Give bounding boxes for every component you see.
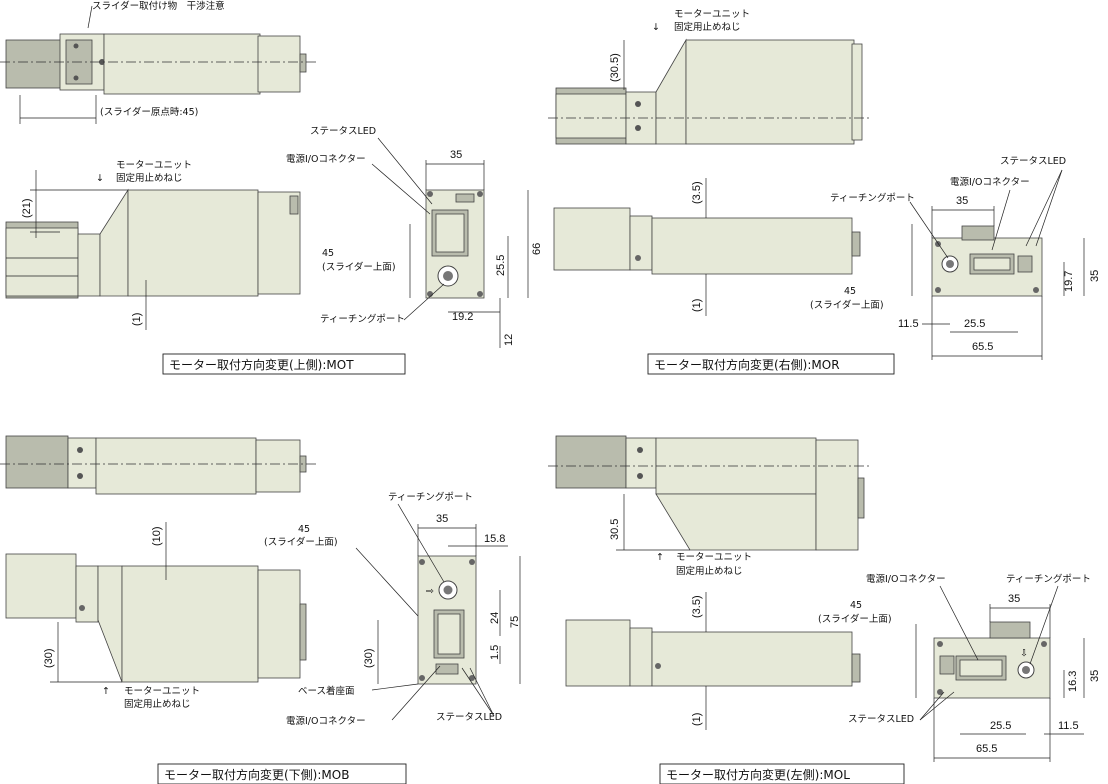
mot-end-view: [425, 189, 485, 299]
mor-motor-unit-label-1: モーターユニット: [674, 9, 750, 20]
mot-slider-origin-label: (スライダー原点時:45): [100, 106, 198, 118]
mor-status-led-label: ステータスLED: [1000, 156, 1066, 167]
mol-power-io-label: 電源I/Oコネクター: [866, 574, 946, 585]
mol-teaching-port-label: ティーチングポート: [1006, 573, 1091, 585]
mol-dim-11-5: 11.5: [1058, 720, 1079, 732]
mob-dim-1-5: 1.5: [489, 645, 501, 660]
mob-power-io-label: 電源I/Oコネクター: [286, 716, 366, 727]
mob-dim-10: (10): [151, 526, 163, 546]
mol-dim-65-5: 65.5: [976, 743, 997, 755]
mol-end-view: [933, 621, 1051, 699]
mor-motor-unit-label-2: 固定用止めねじ: [674, 21, 741, 33]
mot-caption-box: [162, 353, 406, 375]
mol-dim-16-3: 16.3: [1067, 671, 1079, 692]
mor-dim-3-5: (3.5): [691, 181, 703, 204]
mob-caption-box: [157, 763, 407, 784]
mol-dim-25-5: 25.5: [990, 720, 1011, 732]
mob-dim-15-8: 15.8: [484, 533, 505, 545]
mor-down-arrow: ↓: [652, 22, 660, 33]
mob-dim-24: 24: [489, 612, 501, 624]
mor-dim-35-top: 35: [956, 195, 968, 207]
mot-status-led-label: ステータスLED: [310, 126, 376, 137]
mob-up-arrow: ↑: [102, 686, 110, 697]
mot-dim-1: (1): [131, 313, 143, 326]
mot-side-view: [5, 188, 301, 299]
mor-dim-65-5: 65.5: [972, 341, 993, 353]
mob-top-view: [0, 435, 316, 495]
mol-down-arrow-hollow: ⇩: [1020, 648, 1028, 659]
mot-teaching-port-label: ティーチングポート: [320, 313, 405, 325]
mob-side-view: [5, 553, 307, 683]
mot-dim-12: 12: [503, 334, 515, 346]
mob-end-view: [417, 555, 477, 685]
mol-slider-top-label-2: (スライダー上面): [818, 613, 892, 625]
mot-dim-66: 66: [531, 243, 543, 255]
mob-slider-top-label-2: (スライダー上面): [264, 536, 338, 548]
mol-dim-35-top: 35: [1008, 593, 1020, 605]
mob-dim-30-left: (30): [43, 648, 55, 668]
mob-right-arrow: ⇨: [426, 586, 434, 597]
mor-dim-19-7: 19.7: [1063, 271, 1075, 292]
mot-down-arrow: ↓: [96, 173, 104, 184]
mol-side-view: [565, 619, 861, 687]
mot-motor-unit-label-1: モーターユニット: [116, 160, 192, 171]
mor-dim-1: (1): [691, 299, 703, 312]
mor-side-view: [553, 207, 861, 275]
mob-dim-35: 35: [436, 513, 448, 525]
mol-slider-top-label-1: 45: [850, 600, 862, 611]
mol-dim-30-5: 30.5: [609, 519, 621, 540]
mol-dim-35-side: 35: [1089, 670, 1101, 682]
mot-slider-top-label-1: 45: [322, 248, 334, 259]
mor-end-view: [931, 225, 1043, 297]
mob-dim-30-right: (30): [363, 648, 375, 668]
mob-caption: モーター取付方向変更(下側):MOB: [164, 767, 349, 782]
mor-teaching-port-label: ティーチングポート: [830, 192, 915, 204]
mot-slider-interference-label: スライダー取付け物 干渉注意: [92, 0, 225, 12]
mor-dim-11-5: 11.5: [898, 318, 919, 330]
mob-motor-unit-label-1: モーターユニット: [124, 686, 200, 697]
mor-caption: モーター取付方向変更(右側):MOR: [654, 357, 840, 372]
mol-dim-3-5: (3.5): [691, 595, 703, 618]
mor-slider-top-label-2: (スライダー上面): [810, 299, 884, 311]
mob-motor-unit-label-2: 固定用止めねじ: [124, 698, 191, 710]
mot-slider-top-label-2: (スライダー上面): [322, 261, 396, 273]
mor-slider-top-label-1: 45: [844, 286, 856, 297]
mor-power-io-label: 電源I/Oコネクター: [950, 177, 1030, 188]
mol-caption-box: [659, 763, 905, 784]
mot-dim-25-5: 25.5: [495, 255, 507, 276]
mob-base-face-label: ベース着座面: [298, 685, 355, 697]
mor-view: モーターユニット 固定用止めねじ ↓ (30.5) (3.5) (1) ステータ…: [548, 9, 1101, 375]
mot-dim-35: 35: [450, 149, 462, 161]
mol-status-led-label: ステータスLED: [848, 714, 914, 725]
mob-dim-75: 75: [509, 616, 521, 628]
mot-top-view: [0, 33, 316, 95]
mor-top-view: [548, 38, 872, 145]
mor-dim-30-5: (30.5): [609, 53, 621, 82]
mor-dim-25-5: 25.5: [964, 318, 985, 330]
mor-dim-35-side: 35: [1089, 270, 1101, 282]
mot-dim-19-2: 19.2: [452, 311, 473, 323]
mol-dim-1: (1): [691, 713, 703, 726]
mot-view: スライダー取付け物 干渉注意 (スライダー原点時:45) モーターユニット 固定…: [0, 0, 543, 375]
mol-motor-unit-label-1: モーターユニット: [676, 552, 752, 563]
mor-caption-box: [647, 353, 895, 375]
mob-view: (10) (30) モーターユニット 固定用止めねじ ↑ ⇨ ティーチングポート…: [0, 435, 521, 784]
mol-caption: モーター取付方向変更(左側):MOL: [666, 767, 850, 782]
mob-slider-top-label-1: 45: [298, 524, 310, 535]
mot-motor-unit-label-2: 固定用止めねじ: [116, 172, 183, 184]
mol-motor-unit-label-2: 固定用止めねじ: [676, 565, 743, 577]
mob-status-led-label: ステータスLED: [436, 712, 502, 723]
mol-up-arrow: ↑: [656, 552, 664, 563]
mot-caption: モーター取付方向変更(上側):MOT: [169, 357, 354, 372]
mob-teaching-port-label: ティーチングポート: [388, 491, 473, 503]
mol-view: 30.5 モーターユニット 固定用止めねじ ↑ (3.5) (1) ⇩ 電: [548, 435, 1101, 784]
mot-dim-21: (21): [21, 198, 33, 218]
mol-top-view: [548, 435, 872, 551]
mot-power-io-label: 電源I/Oコネクター: [286, 154, 366, 165]
